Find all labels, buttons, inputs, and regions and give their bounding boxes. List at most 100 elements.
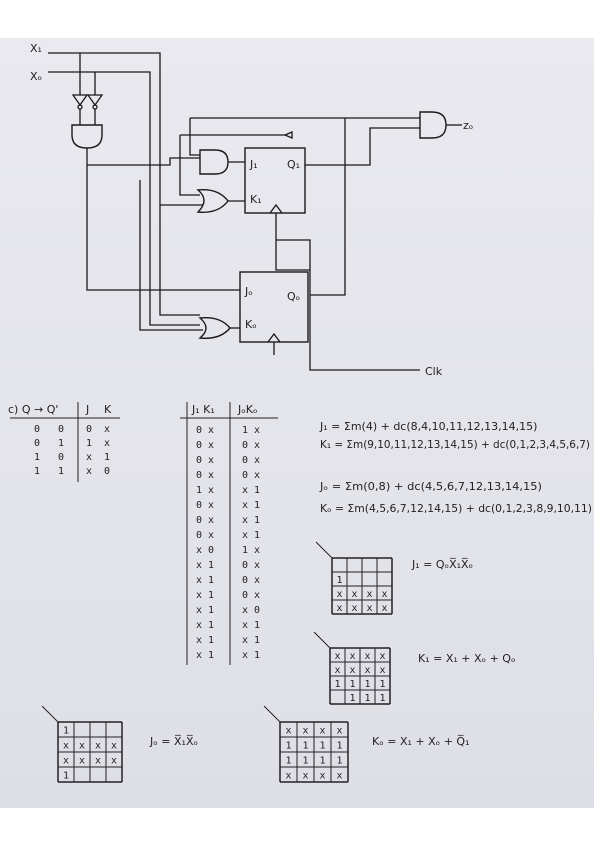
transition-j: 1 [86,438,92,449]
kmap-cell: x [320,726,326,737]
kmap-cell: 1 [380,693,386,704]
transition-qnext: 0 [58,424,64,435]
kmap-cell: 1 [365,693,371,704]
excitation-jk1: 1 x [196,485,214,496]
kmap-cell: 1 [303,756,309,767]
flipflop-0 [239,271,309,343]
excitation-jk1: 0 x [196,470,214,481]
kmap-cell: 1 [337,575,343,586]
kmap-cell: x [350,665,356,676]
kmap-cell: 1 [320,741,326,752]
clock-label: Clk [425,365,443,378]
circuit-diagram: X₁ Xₒ J₁ K₁ Q₁ [30,42,473,378]
kmap-cell: 1 [63,726,69,737]
excitation-header-0: JₒKₒ [237,403,258,416]
kmap-cell: x [380,665,386,676]
equation-k1: K₁ = Σm(9,10,11,12,13,14,15) + dc(0,1,2,… [320,438,590,451]
kmap-cell: 1 [286,756,292,767]
transition-j: x [86,452,92,463]
kmap-cell: x [380,651,386,662]
kmap-cell: x [111,756,117,767]
kmap-cell: x [95,756,101,767]
kmap-cell: 1 [335,679,341,690]
transition-q: 1 [34,452,40,463]
kmap-corner-line [313,631,331,649]
kmap-cell: x [352,603,358,614]
excitation-jk0: 0 x [242,590,260,601]
or-gate-k1 [196,189,229,213]
excitation-jk1: x 1 [196,590,214,601]
kmap-cell: x [337,771,343,782]
kmap-cell: 1 [286,741,292,752]
excitation-jk1: x 0 [196,545,214,556]
excitation-jk0: x 0 [242,605,260,616]
ff1-q-label: Q₁ [287,158,300,171]
kmap-cell: x [352,589,358,600]
excitation-jk1: 0 x [196,440,214,451]
kmap-cell: x [303,726,309,737]
excitation-jk0: 0 x [242,440,260,451]
result-j0: Jₒ = X̅₁X̅ₒ [149,735,198,748]
kmap-cell: x [111,741,117,752]
kmap-corner-line [41,705,59,723]
equation-j1: J₁ = Σm(4) + dc(8,4,10,11,12,13,14,15) [319,420,537,433]
excitation-jk1: x 1 [196,605,214,616]
ff0-k-label: Kₒ [245,318,257,331]
kmap-cell: 1 [350,693,356,704]
kmap-cell: x [63,756,69,767]
kmap-cell: x [337,726,343,737]
or-gate-k0 [198,317,231,339]
input-x1-label: X₁ [30,42,42,55]
excitation-jk0: x 1 [242,635,260,646]
excitation-jk1: x 1 [196,650,214,661]
kmap-cell: x [303,771,309,782]
transition-title: c) Q → Q' [8,403,58,416]
excitation-jk0: x 1 [242,485,260,496]
kmap-cell: x [286,726,292,737]
kmap-cell: x [382,589,388,600]
transition-q: 0 [34,438,40,449]
excitation-jk1: 0 x [196,425,214,436]
result-k0: Kₒ = X₁ + Xₒ + Q̅₁ [372,735,470,748]
transition-q: 1 [34,466,40,477]
transition-k: x [104,424,110,435]
excitation-jk0: x 1 [242,530,260,541]
excitation-jk0: x 1 [242,515,260,526]
transition-qnext: 1 [58,466,64,477]
excitation-jk1: x 1 [196,620,214,631]
paper-sheet [0,38,594,808]
transition-qnext: 0 [58,452,64,463]
flipflop-1 [244,147,306,214]
transition-k: x [104,438,110,449]
excitation-jk0: 0 x [242,470,260,481]
kmap-cell: x [63,741,69,752]
kmap-cell: 1 [320,756,326,767]
kmap-cell: x [337,603,343,614]
kmap-cell: 1 [337,756,343,767]
excitation-header-1: J₁ K₁ [191,403,215,416]
kmap-cell: x [365,665,371,676]
kmap-cell: 1 [365,679,371,690]
kmap-cell: x [382,603,388,614]
kmap-corner-line [263,705,281,723]
transition-q: 0 [34,424,40,435]
transition-k: 1 [104,452,110,463]
ff0-q-label: Qₒ [287,290,300,303]
equations: J₁ = Σm(4) + dc(8,4,10,11,12,13,14,15) K… [319,420,592,515]
ff0-j-label: Jₒ [244,285,253,298]
excitation-jk1: 0 x [196,455,214,466]
excitation-jk1: 0 x [196,530,214,541]
and-gate-output [419,111,447,139]
equation-j0: Jₒ = Σm(0,8) + dc(4,5,6,7,12,13,14,15) [319,480,542,493]
ff1-j-label: J₁ [249,158,258,171]
kmap-cell: 1 [63,771,69,782]
result-j1: J₁ = QₒX̅₁X̅ₒ [411,558,473,571]
and-gate-j1 [199,149,229,175]
excitation-jk0: x 1 [242,620,260,631]
